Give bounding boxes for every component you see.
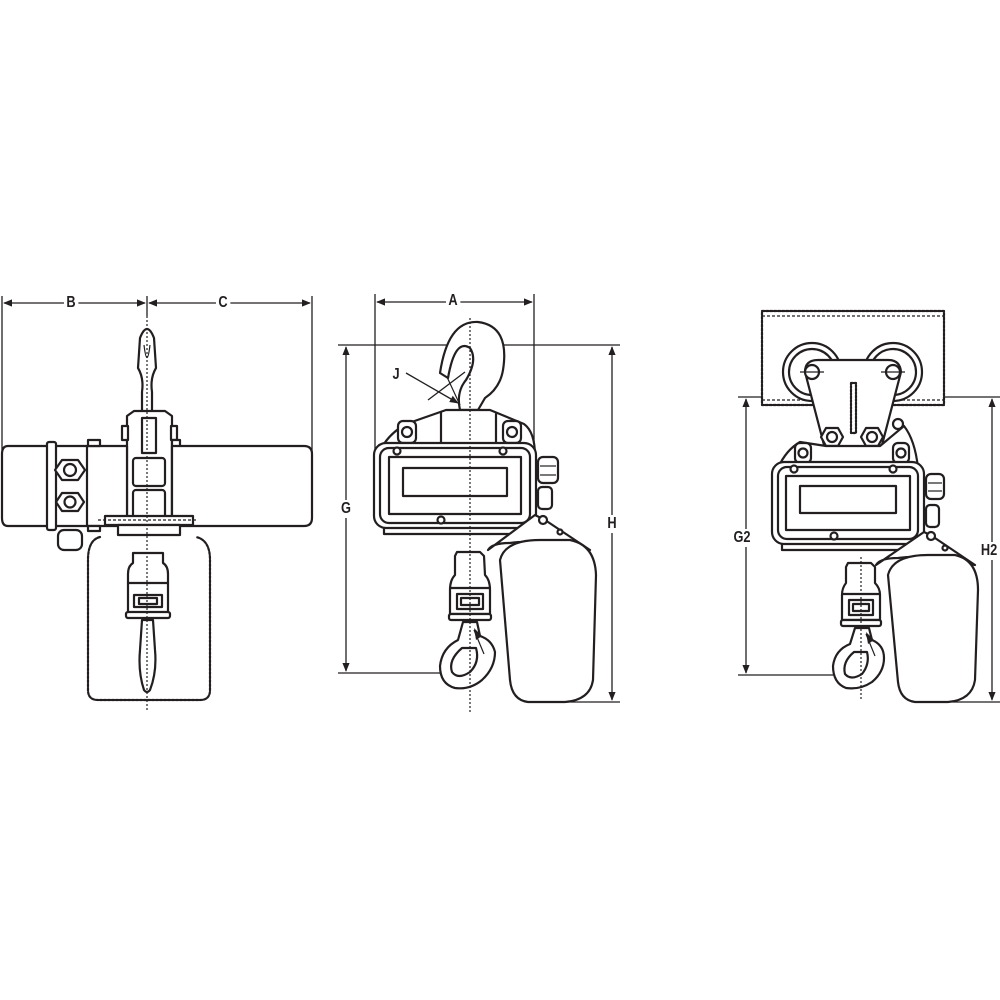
front-view-trolley-mount: [738, 309, 1000, 704]
dimension-label-j: J: [392, 366, 400, 383]
dimension-label-g: G: [338, 500, 354, 518]
bottom-block-side: [124, 551, 172, 694]
dimension-label-h: H: [604, 515, 620, 533]
chain-container-side: [86, 535, 212, 702]
motor-body: [0, 438, 314, 552]
top-hook-front: [438, 320, 506, 412]
bottom-block-trolley: [831, 561, 886, 690]
dimension-label-h2: H2: [978, 542, 1000, 560]
trolley-wheels: [781, 341, 924, 454]
side-view: [0, 296, 314, 712]
dimension-label-g2: G2: [731, 529, 753, 547]
chain-container-front: [498, 538, 598, 704]
top-hook-side: [136, 327, 158, 414]
control-box-trolley: [770, 460, 946, 552]
bottom-block-front: [438, 550, 497, 690]
front-view-hook-mount: [338, 294, 620, 712]
control-box-front: [372, 441, 560, 536]
dimension-label-a: A: [445, 292, 461, 310]
dimension-label-b: B: [63, 294, 79, 312]
dimension-label-c: C: [215, 294, 231, 312]
chain-container-trolley: [886, 553, 980, 704]
